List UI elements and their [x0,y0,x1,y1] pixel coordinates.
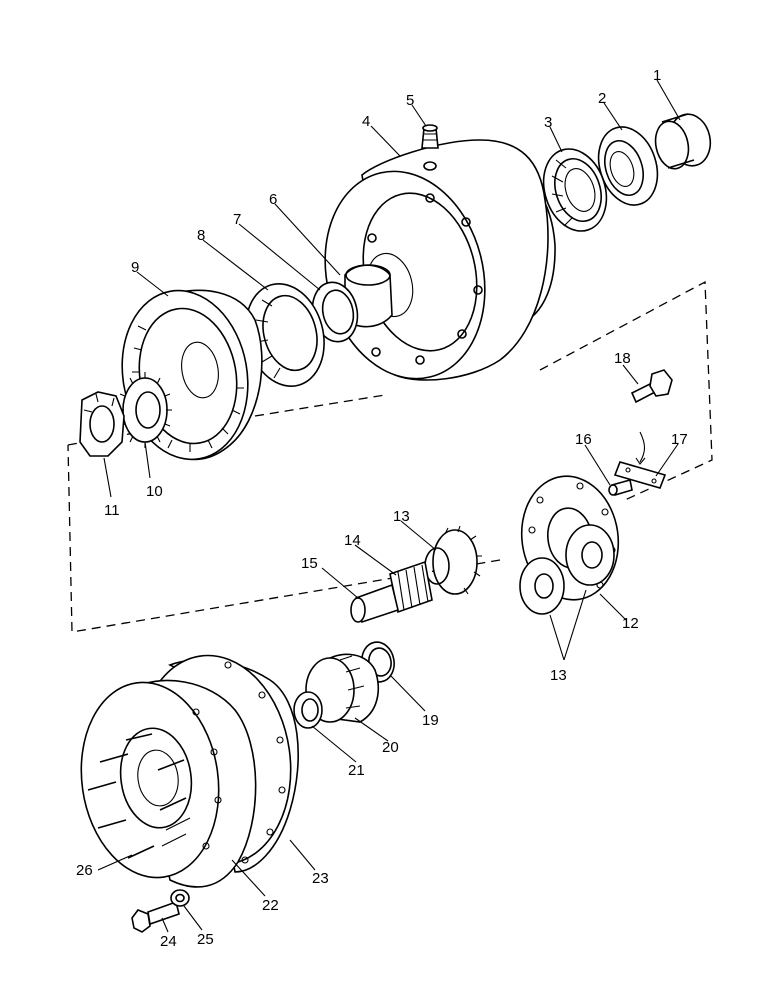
part-17-lock-plate [613,461,667,489]
callout-12: 12 [622,615,639,632]
part-15-shaft [350,583,399,624]
callout-11: 11 [104,502,120,519]
part-2-seal [597,126,659,206]
callout-13-planets: 13 [550,667,567,684]
part-26-wheel-studs [87,733,191,859]
part-18-bolt [630,369,673,404]
part-22-wheel-hub [80,679,257,888]
callout-6: 6 [269,191,277,208]
part-5-grease-nipple [421,124,439,171]
callout-17: 17 [671,431,688,448]
callout-16: 16 [575,431,592,448]
part-25-washer [170,889,190,907]
callout-14: 14 [344,532,361,549]
callout-1: 1 [653,67,661,84]
callout-19: 19 [422,712,439,729]
part-4-hub-housing [324,139,556,381]
callout-18: 18 [614,350,631,367]
part-7-ring [311,281,359,343]
part-11-castle-nut [79,391,125,457]
callout-7: 7 [233,211,241,228]
leader-lines [97,79,681,933]
callout-21: 21 [348,762,365,779]
callout-15: 15 [301,555,318,572]
callout-5: 5 [406,92,414,109]
callout-8: 8 [197,227,205,244]
part-1-bearing-cup [654,113,712,170]
callout-10: 10 [146,483,163,500]
callout-2: 2 [598,90,606,107]
callout-23: 23 [312,870,329,887]
part-16-pin [608,478,633,496]
part-3-taper-bearing [542,148,608,232]
part-13-planet-gear [424,525,482,595]
arrow-18-to-17 [639,431,646,463]
callout-22: 22 [262,897,279,914]
callout-13: 13 [393,508,410,525]
callout-9: 9 [131,259,139,276]
arrowhead [635,457,646,465]
callout-25: 25 [197,931,214,948]
callout-3: 3 [544,114,552,131]
part-13-planet-gears-assembled [519,524,615,615]
part-20-gear [305,653,380,723]
part-21-ring [293,691,323,729]
callout-20: 20 [382,739,399,756]
part-9-ring-gear [121,289,263,461]
callout-24: 24 [160,933,177,950]
callout-26: 26 [76,862,93,879]
part-24-bolt [131,900,180,933]
callout-4: 4 [362,113,370,130]
